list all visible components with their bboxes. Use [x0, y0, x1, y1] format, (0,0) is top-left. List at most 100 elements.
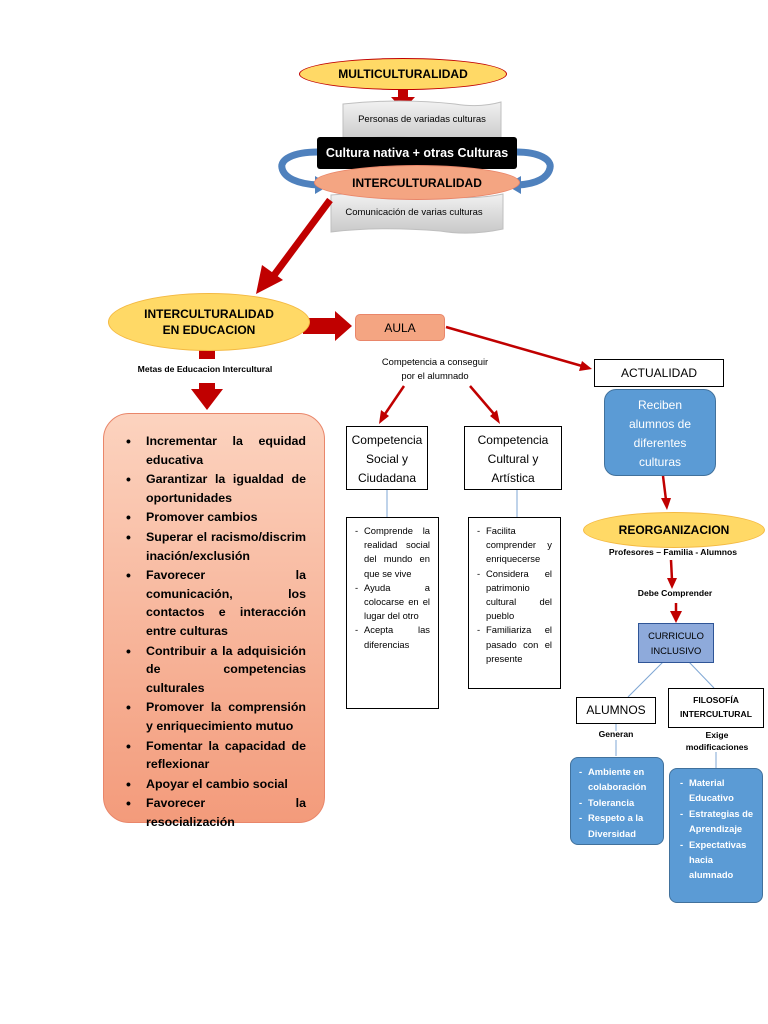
comp-social-title-2: Social y	[365, 452, 409, 466]
aula-label: AULA	[384, 321, 416, 335]
inter-educacion-line2: EN EDUCACION	[162, 323, 256, 337]
filosofia-node: FILOSOFÍA INTERCULTURAL	[668, 688, 764, 728]
meta-item: Fomentar la capacidad de reflexionar	[122, 737, 306, 774]
alumnos-list: Ambiente en colaboración Tolerancia Resp…	[579, 764, 657, 841]
filosofia-list-box: Material Educativo Estrategias de Aprend…	[669, 768, 763, 903]
comp-cultural-item: Considera el patrimonio cultural del pue…	[477, 567, 552, 624]
arrow-aula-actualidad-head	[579, 361, 592, 371]
meta-item: Superar el racismo/discriminación/exclus…	[122, 528, 306, 565]
alumnos-node: ALUMNOS	[576, 697, 656, 724]
meta-item: Garantizar la igualdad de oportunidades	[122, 470, 306, 507]
meta-item: Favorecer la resocialización	[122, 794, 306, 831]
filosofia-item: Estrategias de Aprendizaje	[680, 806, 756, 837]
comunicacion-label: Comunicación de varias culturas	[345, 207, 483, 218]
arrow-comp-cultural	[469, 385, 495, 415]
cultura-nativa-label: Cultura nativa + otras Culturas	[325, 146, 509, 160]
meta-item: Incrementar la equidad educativa	[122, 432, 306, 469]
competencia-line2: por el alumnado	[401, 370, 469, 381]
cycle-arrow-right	[515, 148, 554, 189]
arrow-to-aula	[303, 311, 352, 341]
comp-social-list-box: Comprende la realidad social del mundo e…	[346, 517, 439, 709]
curriculo-line1: CURRICULO	[648, 630, 704, 641]
multiculturalidad-label: MULTICULTURALIDAD	[338, 67, 468, 81]
arrow-comp-social-head	[379, 410, 389, 424]
exige-line2: modificaciones	[685, 742, 749, 752]
personas-label: Personas de variadas culturas	[358, 114, 486, 125]
comp-cultural-item: Familiariza el pasado con el presente	[477, 623, 552, 666]
metas-label: Metas de Educacion Intercultural	[137, 364, 273, 374]
reorganizacion-node: REORGANIZACION	[583, 512, 765, 548]
metas-list-box: Incrementar la equidad educativa Garanti…	[103, 413, 325, 829]
curriculo-node: CURRICULO INCLUSIVO	[638, 623, 714, 663]
exige-line1: Exige	[705, 730, 729, 740]
profesores-label: Profesores – Familia - Alumnos	[608, 547, 738, 557]
alumnos-item: Ambiente en colaboración	[579, 764, 657, 795]
comp-social-list: Comprende la realidad social del mundo e…	[355, 524, 430, 652]
multiculturalidad-node: MULTICULTURALIDAD	[299, 58, 507, 90]
reciben-node: Reciben alumnos de diferentes culturas	[604, 389, 716, 476]
comp-social-title-3: Ciudadana	[357, 471, 417, 485]
meta-item: Apoyar el cambio social	[122, 775, 306, 794]
filosofia-item: Material Educativo	[680, 775, 756, 806]
reciben-line: Reciben	[637, 398, 683, 412]
arrow-diagonal-left	[269, 197, 333, 281]
arrow-aula-actualidad	[445, 325, 583, 368]
filosofia-line2: INTERCULTURAL	[680, 709, 752, 719]
arrow-debe-curriculo-head	[670, 611, 682, 623]
reorganizacion-label: REORGANIZACION	[618, 523, 730, 537]
comp-social-node: Competencia Social y Ciudadana	[346, 426, 428, 490]
filosofia-line1: FILOSOFÍA	[693, 695, 739, 705]
cultura-nativa-node: Cultura nativa + otras Culturas	[317, 137, 517, 169]
arrow-comp-social	[383, 385, 406, 415]
arrow-down-stem	[199, 349, 215, 359]
actualidad-label: ACTUALIDAD	[620, 366, 697, 380]
arrow-reciben-reorg-head	[661, 498, 671, 510]
debe-label: Debe Comprender	[637, 588, 713, 598]
link-curriculo-alumnos	[627, 661, 664, 698]
reciben-line: alumnos de	[628, 417, 692, 431]
arrow-comp-cultural-head	[490, 410, 500, 424]
filosofia-list: Material Educativo Estrategias de Aprend…	[680, 775, 756, 883]
meta-item: Promover cambios	[122, 508, 306, 527]
aula-node: AULA	[355, 314, 445, 341]
meta-item: Favorecer la comunicación, los contactos…	[122, 566, 306, 640]
comp-cultural-title-3: Artística	[491, 471, 535, 485]
comp-social-title-1: Competencia	[351, 433, 423, 447]
inter-educacion-node: INTERCULTURALIDAD EN EDUCACION	[108, 293, 310, 351]
arrow-to-debe-head	[667, 578, 677, 589]
link-curriculo-filosofia	[688, 661, 715, 689]
comp-cultural-item: Facilita comprender y enriquecerse	[477, 524, 552, 567]
curriculo-line2: INCLUSIVO	[650, 645, 702, 656]
alumnos-item: Respeto a la Diversidad	[579, 810, 657, 841]
comp-cultural-list-box: Facilita comprender y enriquecerse Consi…	[468, 517, 561, 689]
interculturalidad-node: INTERCULTURALIDAD	[314, 165, 520, 200]
interculturalidad-label: INTERCULTURALIDAD	[352, 175, 482, 190]
alumnos-item: Tolerancia	[579, 795, 657, 811]
comp-cultural-list: Facilita comprender y enriquecerse Consi…	[477, 524, 552, 666]
arrow-diagonal-left-head	[256, 265, 283, 294]
arrow-reciben-reorg	[661, 475, 668, 501]
comp-social-item: Comprende la realidad social del mundo e…	[355, 524, 430, 581]
alumnos-list-box: Ambiente en colaboración Tolerancia Resp…	[570, 757, 664, 845]
reciben-line: culturas	[638, 455, 682, 469]
competencia-label: Competencia a conseguir por el alumnado	[360, 355, 510, 383]
reciben-line: diferentes	[633, 436, 687, 450]
alumnos-label: ALUMNOS	[586, 703, 646, 717]
comp-social-item: Acepta las diferencias	[355, 623, 430, 651]
meta-item: Contribuir a la adquisición de competenc…	[122, 642, 306, 698]
arrow-to-debe	[669, 559, 674, 581]
comp-cultural-title-2: Cultural y	[487, 452, 539, 466]
cycle-arrow-left	[278, 148, 319, 189]
metas-list: Incrementar la equidad educativa Garanti…	[122, 432, 306, 831]
filosofia-item: Expectativas hacia alumnado	[680, 837, 756, 883]
comp-cultural-title-1: Competencia	[477, 433, 549, 447]
comp-social-item: Ayuda a colocarse en el lugar del otro	[355, 581, 430, 624]
meta-item: Promover la comprensión y enriquecimient…	[122, 698, 306, 735]
exige-label: Exige modificaciones	[672, 729, 762, 753]
competencia-line1: Competencia a conseguir	[381, 356, 489, 367]
arrow-down-goals	[191, 383, 223, 410]
generan-label: Generan	[598, 729, 634, 739]
actualidad-node: ACTUALIDAD	[594, 359, 724, 387]
comp-cultural-node: Competencia Cultural y Artística	[464, 426, 562, 490]
